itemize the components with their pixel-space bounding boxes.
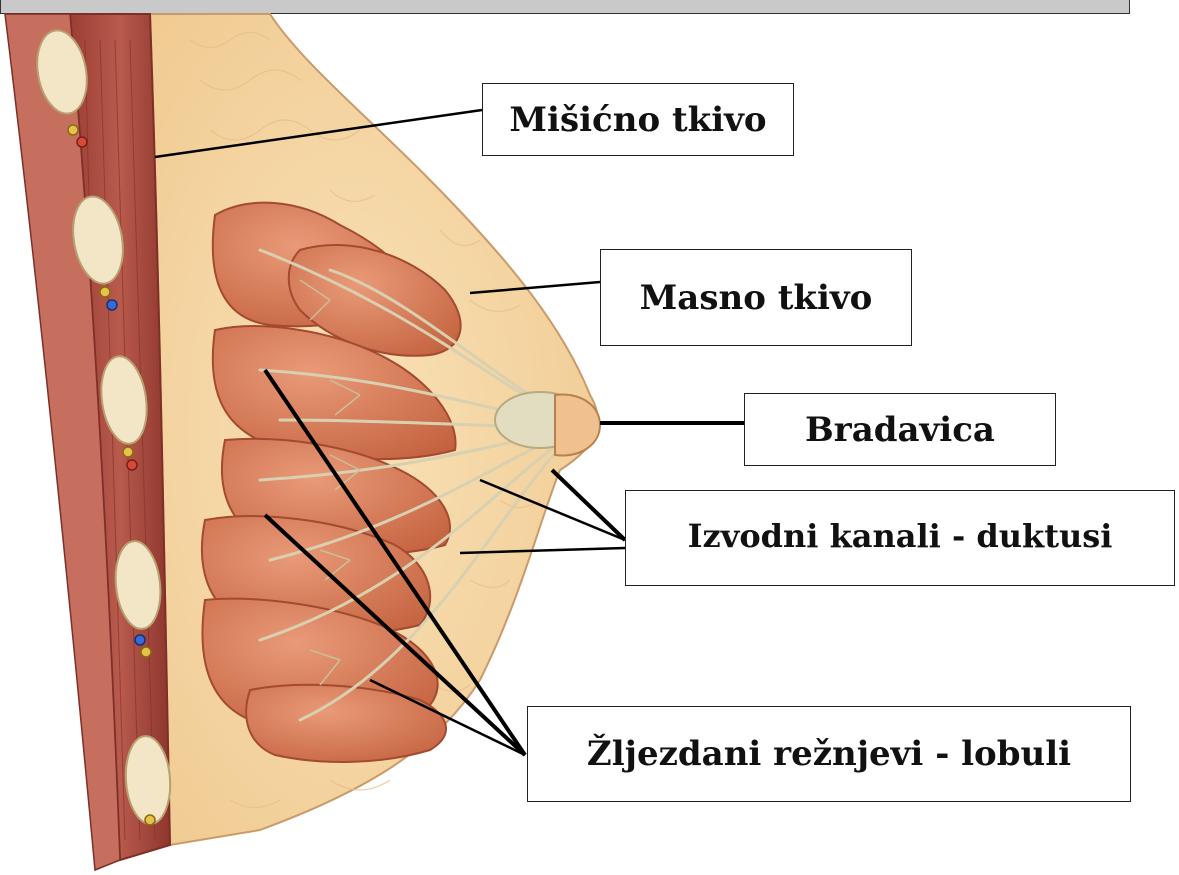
leader-ducts-2 — [552, 470, 625, 540]
label-ducts: Izvodni kanali - duktusi — [625, 490, 1175, 586]
label-ducts-text: Izvodni kanali - duktusi — [688, 517, 1113, 555]
label-nipple-text: Bradavica — [805, 410, 995, 450]
glandular-lobes — [202, 203, 461, 762]
label-nipple: Bradavica — [744, 393, 1056, 466]
label-lobules-text: Žljezdani režnjevi - lobuli — [587, 734, 1071, 774]
label-fat-text: Masno tkivo — [640, 278, 873, 318]
label-muscle-tissue: Mišićno tkivo — [482, 83, 794, 156]
label-lobules: Žljezdani režnjevi - lobuli — [527, 706, 1131, 802]
label-muscle-text: Mišićno tkivo — [509, 100, 766, 140]
label-fat-tissue: Masno tkivo — [600, 249, 912, 346]
